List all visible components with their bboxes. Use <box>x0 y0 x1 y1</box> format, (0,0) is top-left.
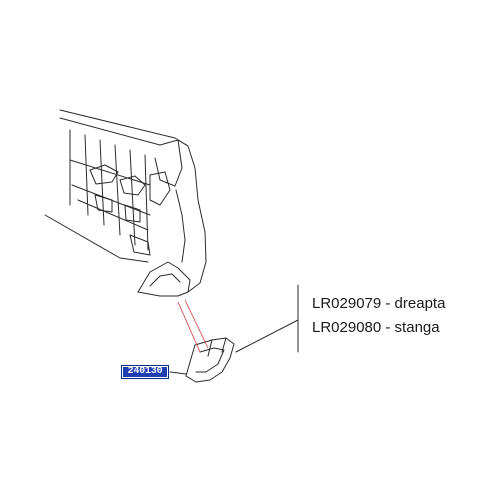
rib-detail <box>89 164 146 196</box>
bumper-corner-inner <box>175 189 186 263</box>
mount-leader <box>184 299 209 349</box>
rib-detail <box>149 171 171 206</box>
legend-left-part: LR029080 - stanga <box>312 319 440 336</box>
lower-bracket <box>137 261 191 293</box>
rib-detail <box>94 194 141 223</box>
bumper-corner-fold <box>154 139 183 187</box>
mount-leader <box>177 301 201 353</box>
legend-right-part: LR029079 - dreapta <box>312 295 446 312</box>
part-endcap-edge <box>207 337 227 357</box>
bumper-top-edge <box>59 109 189 147</box>
legend-leader <box>235 319 299 353</box>
rib <box>69 129 149 251</box>
bumper-top-edge-inner <box>59 117 161 146</box>
part-endcap-inner <box>195 347 225 373</box>
bumper-corner <box>137 139 207 297</box>
bumper-lower-edge <box>44 214 149 263</box>
part-endcap <box>185 337 235 383</box>
callout-tag: 240130 <box>121 365 169 379</box>
rib-detail <box>129 234 151 256</box>
callout-leader <box>169 371 187 375</box>
part-legend: LR029079 - dreapta LR029080 - stanga <box>312 292 497 340</box>
lower-bracket-inner <box>149 273 181 287</box>
callout-reference: 240130 <box>123 367 167 377</box>
